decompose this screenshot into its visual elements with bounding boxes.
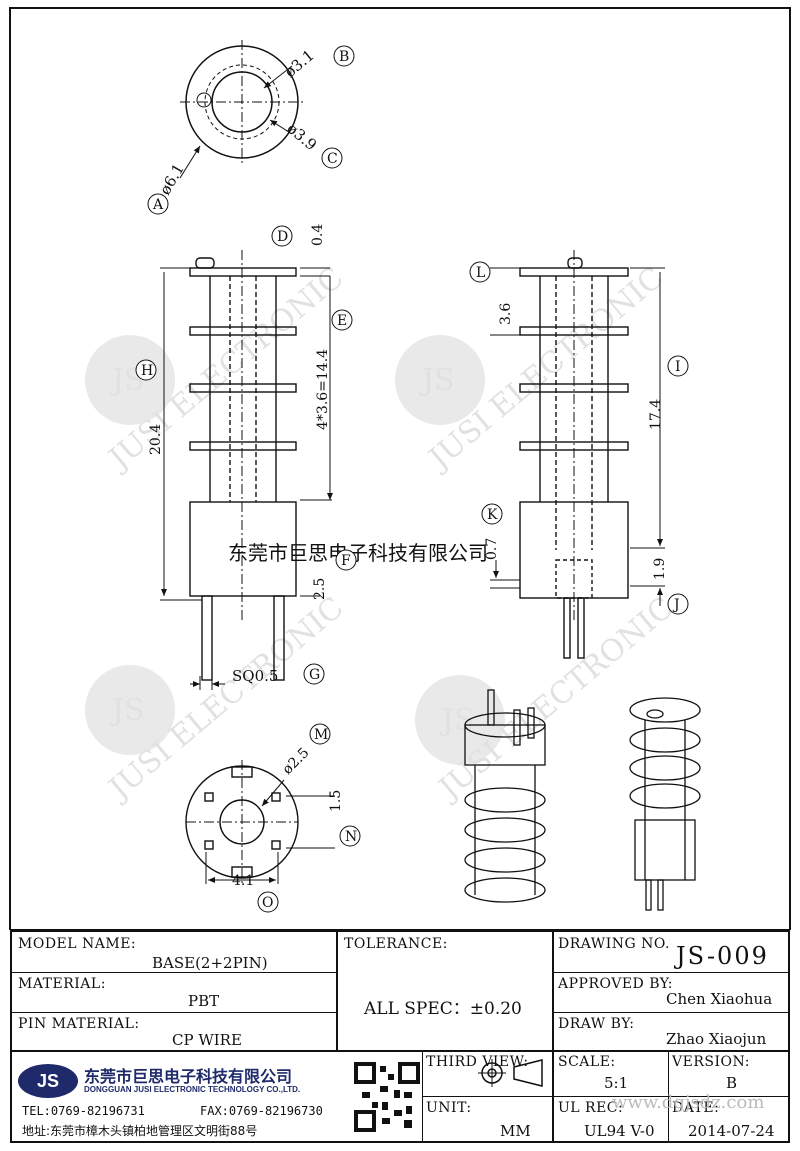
address: 地址:东莞市樟木头镇柏地管理区文明街88号 [22,1124,258,1138]
callout-i: I [667,355,689,377]
svg-text:O: O [262,895,273,911]
pin-material-label: PIN MATERIAL: [18,1016,140,1032]
isometric-view-2 [629,697,701,911]
svg-text:K: K [487,507,498,523]
svg-text:J: J [672,597,680,613]
front-view [160,250,333,690]
material: PBT [188,992,220,1010]
draw-by: Zhao Xiaojun [666,1030,767,1048]
svg-text:E: E [337,313,347,329]
svg-text:ø3.1: ø3.1 [281,46,318,81]
approved-by: Chen Xiaohua [666,990,773,1008]
callout-k: K [481,503,503,525]
model-name-label: MODEL NAME: [18,936,137,952]
side-view [490,250,665,659]
tolerance: ALL SPEC：±0.20 [364,999,522,1019]
website-watermark: www.dgjsdz.com [612,1092,765,1113]
date-label: DATE: [672,1100,720,1116]
company-name-en: DONGGUAN JUSI ELECTRONIC TECHNOLOGY CO.,… [84,1085,301,1094]
svg-text:ø6.1: ø6.1 [156,161,188,198]
tel: TEL:0769-82196731 [22,1104,145,1118]
svg-text:N: N [345,829,357,845]
scale-label: SCALE: [558,1054,616,1070]
callout-c: C [321,147,343,169]
svg-text:A: A [152,197,164,213]
scale: 5:1 [604,1074,629,1092]
unit-label: UNIT: [426,1100,472,1116]
top-view [179,40,305,179]
sheet-border [9,7,791,930]
svg-text:C: C [327,151,338,167]
svg-text:B: B [339,49,349,65]
company-logo: JS [18,1064,78,1098]
unit: MM [500,1122,531,1140]
date: 2014-07-24 [688,1122,775,1140]
svg-text:D: D [277,229,288,245]
approved-by-label: APPROVED BY: [558,976,673,992]
draw-by-label: DRAW BY: [558,1016,635,1032]
callout-o: O [257,891,279,913]
tolerance-label: TOLERANCE: [344,936,448,952]
svg-text:F: F [341,553,351,569]
svg-text:4*3.6=14.4: 4*3.6=14.4 [315,349,331,430]
svg-text:JS: JS [419,363,455,398]
callout-e: E [331,309,353,331]
svg-text:SQ0.5: SQ0.5 [232,667,278,685]
isometric-view-1 [464,689,546,903]
svg-text:ø3.9: ø3.9 [283,119,320,154]
svg-text:1.5: 1.5 [328,790,344,812]
version: B [726,1074,738,1092]
ul-rec: UL94 V-0 [584,1122,655,1140]
drawing-no: JS-009 [676,942,769,970]
svg-text:ø2.5: ø2.5 [280,745,313,778]
svg-text:G: G [309,667,320,683]
svg-text:0.4: 0.4 [310,224,326,246]
svg-text:17.4: 17.4 [648,399,664,430]
svg-text:4.1: 4.1 [232,873,254,889]
version-label: VERSION: [672,1054,750,1070]
svg-text:JS: JS [109,693,145,728]
callout-a: A [147,193,169,215]
qr-code [354,1062,420,1132]
model-name: BASE(2+2PIN) [152,954,268,972]
company-name-cn: 东莞市巨思电子科技有限公司 [84,1067,293,1086]
svg-text:M: M [314,727,328,743]
callout-n: N [339,825,361,847]
callout-b: B [333,45,355,67]
drawing-no-label: DRAWING NO. [558,936,670,952]
callouts: A B C D E F G H I J K L M N O [135,45,689,913]
callout-j: J [667,593,689,615]
material-label: MATERIAL: [18,976,106,992]
watermark: JS JS JS JS JUSI ELECTRONIC JUSI ELECTRO… [85,260,680,808]
svg-text:H: H [141,363,153,379]
svg-text:JS: JS [439,703,475,738]
fax: FAX:0769-82196730 [200,1104,323,1118]
callout-h: H [135,359,157,381]
bottom-view [185,760,335,884]
svg-text:1.9: 1.9 [652,558,668,580]
third-view-label: THIRD VIEW: [426,1054,529,1070]
technical-drawing: JS JS JS JS JUSI ELECTRONIC JUSI ELECTRO… [9,7,791,930]
callout-m: M [309,723,331,745]
callout-d: D [271,225,293,247]
svg-text:20.4: 20.4 [148,424,164,455]
callout-f: F [335,549,357,571]
watermark-cn: 东莞市巨思电子科技有限公司 [228,541,488,565]
svg-text:L: L [476,265,485,281]
pin-material: CP WIRE [172,1031,242,1049]
callout-l: L [469,261,491,283]
ul-rec-label: UL REC: [558,1100,624,1116]
svg-text:I: I [675,359,681,375]
svg-text:2.5: 2.5 [312,578,328,600]
svg-text:3.6: 3.6 [498,303,514,325]
svg-text:0.7: 0.7 [484,538,500,560]
callout-g: G [303,663,325,685]
title-block: MODEL NAME: BASE(2+2PIN) MATERIAL: PBT P… [10,930,790,1143]
third-angle-projection-icon [478,1059,543,1087]
